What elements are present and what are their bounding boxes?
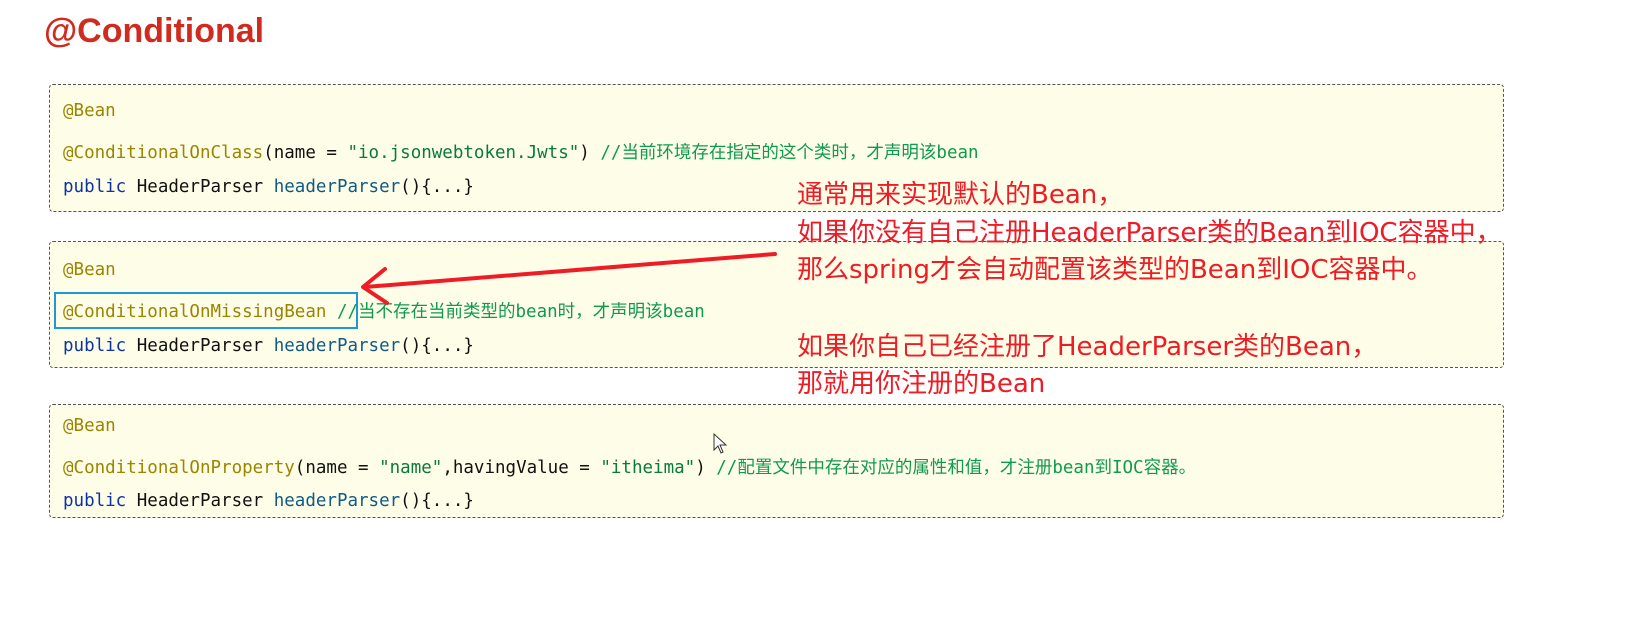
method-name: headerParser bbox=[273, 491, 401, 511]
string: "name" bbox=[379, 458, 443, 478]
code-text: (){...} bbox=[400, 177, 474, 197]
keyword: public bbox=[63, 491, 127, 511]
string: "io.jsonwebtoken.Jwts" bbox=[347, 143, 580, 163]
code-line: public HeaderParser headerParser(){...} bbox=[63, 491, 474, 511]
code-line: @Bean bbox=[63, 260, 116, 280]
code-text: (name = bbox=[294, 458, 380, 478]
comment: //当前环境存在指定的这个类时，才声明该bean bbox=[600, 143, 979, 163]
method-name: headerParser bbox=[273, 177, 401, 197]
page-title: @Conditional bbox=[44, 12, 265, 50]
annotation-note: 那么spring才会自动配置该类型的Bean到IOC容器中。 bbox=[797, 255, 1433, 285]
code-text: ) bbox=[579, 143, 601, 163]
code-text: ,havingValue = bbox=[442, 458, 601, 478]
code-block-conditional-on-missing-bean: @Bean @ConditionalOnMissingBean //当不存在当前… bbox=[49, 241, 1504, 368]
code-line: @Bean bbox=[63, 101, 116, 121]
code-text: (){...} bbox=[400, 491, 474, 511]
code-line: @ConditionalOnProperty(name = "name",hav… bbox=[63, 454, 1196, 479]
code-line: @Bean bbox=[63, 416, 116, 436]
code-text: HeaderParser bbox=[126, 491, 274, 511]
annotation-note: 如果你没有自己注册HeaderParser类的Bean到IOC容器中， bbox=[797, 218, 1502, 248]
code-text: ) bbox=[695, 458, 717, 478]
annotation: @ConditionalOnMissingBean bbox=[63, 302, 327, 322]
code-text: HeaderParser bbox=[126, 336, 274, 356]
annotation-note: 那就用你注册的Bean bbox=[797, 369, 1046, 399]
comment: //配置文件中存在对应的属性和值，才注册bean到IOC容器。 bbox=[716, 458, 1197, 478]
code-line: @ConditionalOnMissingBean //当不存在当前类型的bea… bbox=[63, 298, 705, 323]
code-text: (name = bbox=[263, 143, 348, 163]
comment: //当不存在当前类型的bean时，才声明该bean bbox=[326, 302, 705, 322]
keyword: public bbox=[63, 336, 127, 356]
annotation-note: 如果你自己已经注册了HeaderParser类的Bean， bbox=[797, 332, 1378, 362]
code-line: public HeaderParser headerParser(){...} bbox=[63, 336, 474, 356]
code-block-conditional-on-property: @Bean @ConditionalOnProperty(name = "nam… bbox=[49, 404, 1504, 518]
highlight-box bbox=[54, 292, 358, 329]
keyword: public bbox=[63, 177, 127, 197]
code-line: @ConditionalOnClass(name = "io.jsonwebto… bbox=[63, 139, 979, 164]
code-text: HeaderParser bbox=[126, 177, 274, 197]
annotation: @ConditionalOnClass bbox=[63, 143, 264, 163]
code-line: public HeaderParser headerParser(){...} bbox=[63, 177, 474, 197]
method-name: headerParser bbox=[273, 336, 401, 356]
string: "itheima" bbox=[600, 458, 696, 478]
annotation: @ConditionalOnProperty bbox=[63, 458, 295, 478]
code-block-conditional-on-class: @Bean @ConditionalOnClass(name = "io.jso… bbox=[49, 84, 1504, 212]
annotation-note: 通常用来实现默认的Bean， bbox=[797, 180, 1124, 210]
code-text: (){...} bbox=[400, 336, 474, 356]
